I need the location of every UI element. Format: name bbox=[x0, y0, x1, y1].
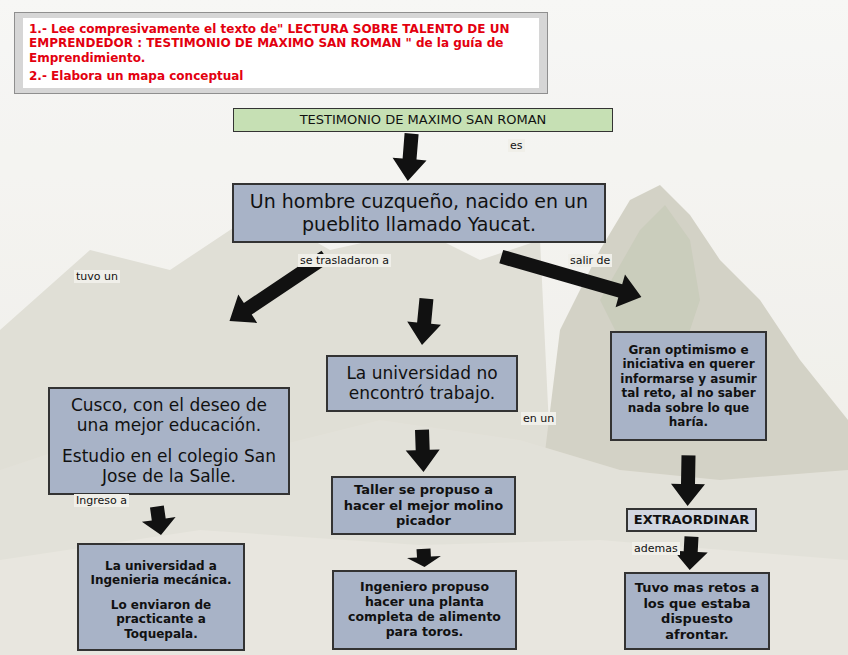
arrow-shape bbox=[406, 430, 440, 473]
concept-box: Un hombre cuzqueño, nacido en un pueblit… bbox=[232, 183, 606, 243]
arrow-shape bbox=[142, 506, 176, 535]
edge-label: es bbox=[508, 139, 525, 152]
node-text: La universidad a Ingenieria mecánica. bbox=[85, 559, 237, 588]
node-text: Estudio en el colegio San Jose de la Sal… bbox=[58, 446, 280, 487]
concept-box: La universidad a Ingenieria mecánica. Lo … bbox=[77, 543, 245, 651]
edge-label: se trasladaron a bbox=[298, 254, 391, 267]
keyword-box: EXTRAORDINAR bbox=[626, 508, 757, 532]
node-text: Cusco, con el deseo de una mejor educaci… bbox=[58, 395, 280, 436]
instruction-panel: 1.- Lee compresivamente el texto de" LEC… bbox=[23, 18, 539, 88]
instruction-text: 2.- Elabora un mapa conceptual bbox=[29, 69, 533, 83]
concept-box: Ingeniero propuso hacer una planta compl… bbox=[332, 570, 517, 650]
arrow-shape bbox=[499, 250, 641, 307]
block-arrow bbox=[499, 250, 641, 307]
node-text: Ingeniero propuso hacer una planta compl… bbox=[340, 580, 509, 640]
arrow-shape bbox=[671, 455, 705, 506]
concept-box: Taller se propuso a hacer el mejor molin… bbox=[331, 476, 516, 535]
title-box: TESTIMONIO DE MAXIMO SAN ROMAN bbox=[233, 108, 613, 132]
block-arrow bbox=[393, 133, 427, 181]
node-text: Lo enviaron de practicante a Toquepala. bbox=[85, 598, 237, 641]
concept-box: Cusco, con el deseo de una mejor educaci… bbox=[48, 387, 290, 495]
node-text: Gran optimismo e iniciativa en querer in… bbox=[618, 343, 759, 429]
edge-label: en un bbox=[521, 412, 556, 425]
block-arrow bbox=[671, 455, 705, 506]
block-arrow bbox=[142, 506, 176, 535]
node-text: TESTIMONIO DE MAXIMO SAN ROMAN bbox=[240, 112, 606, 128]
edge-label: salir de bbox=[568, 254, 612, 267]
arrow-shape bbox=[407, 548, 441, 567]
edge-label: ademas bbox=[632, 542, 680, 555]
node-text: Un hombre cuzqueño, nacido en un pueblit… bbox=[242, 190, 596, 236]
edge-label: Ingreso a bbox=[74, 494, 129, 507]
concept-box: Tuvo mas retos a los que estaba dispuest… bbox=[624, 572, 770, 650]
instruction-text: 1.- Lee compresivamente el texto de" LEC… bbox=[29, 22, 533, 65]
free-label: tuvo un bbox=[74, 270, 120, 283]
block-arrow bbox=[406, 430, 440, 473]
block-arrow bbox=[407, 298, 441, 345]
instruction-box: 1.- Lee compresivamente el texto de" LEC… bbox=[14, 12, 548, 94]
concept-box: La universidad no encontró trabajo. bbox=[326, 355, 518, 412]
arrow-shape bbox=[393, 133, 427, 181]
block-arrow bbox=[407, 548, 441, 567]
node-text: Taller se propuso a hacer el mejor molin… bbox=[339, 482, 508, 529]
concept-box: Gran optimismo e iniciativa en querer in… bbox=[610, 331, 767, 441]
node-text: La universidad no encontró trabajo. bbox=[336, 363, 508, 404]
node-text: Tuvo mas retos a los que estaba dispuest… bbox=[632, 580, 762, 642]
node-text: EXTRAORDINAR bbox=[632, 512, 751, 528]
arrow-shape bbox=[407, 298, 441, 345]
